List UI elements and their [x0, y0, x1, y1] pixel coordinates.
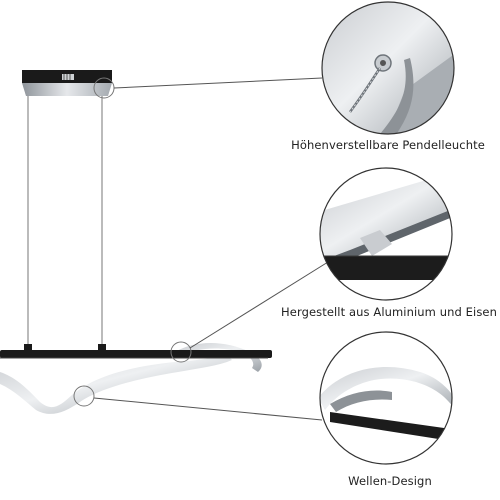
- detail-cable-mount-icon: [321, 1, 455, 135]
- caption-material: Hergestellt aus Aluminium und Eisen: [281, 305, 497, 319]
- detail-aluminium-iron-icon: [319, 167, 453, 301]
- suspension-cables: [27, 96, 103, 346]
- caption-wave-design: Wellen-Design: [348, 474, 432, 488]
- detail-wave-icon: [319, 331, 453, 465]
- ceiling-canopy-icon: [22, 70, 112, 96]
- caption-height-adjustable: Höhenverstellbare Pendelleuchte: [291, 138, 485, 152]
- pendant-lamp-body: [0, 343, 272, 414]
- callout-lines: [93, 77, 329, 421]
